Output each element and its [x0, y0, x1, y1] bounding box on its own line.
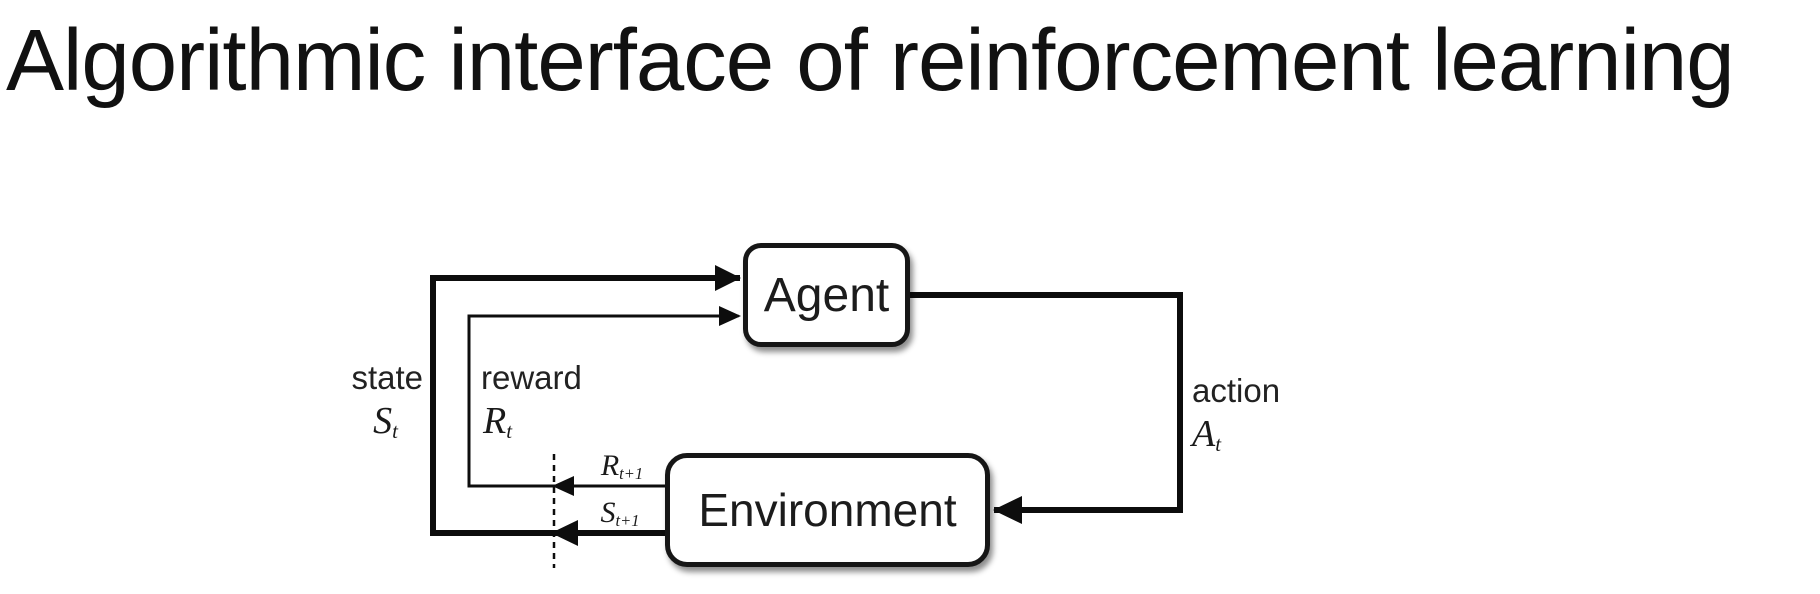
next-state-subscript: t+1: [615, 511, 640, 531]
action-word-label: action: [1192, 372, 1281, 409]
next-reward-arrowhead: [552, 476, 574, 496]
next-reward-subscript: t+1: [619, 464, 644, 484]
environment-label: Environment: [698, 484, 957, 536]
next-state-label: St+1: [576, 496, 664, 531]
next-state-arrowhead: [551, 520, 578, 546]
state-loop-line: [430, 275, 740, 536]
state-symbol-label: St: [348, 400, 423, 444]
agent-label: Agent: [763, 268, 890, 322]
next-reward-label: Rt+1: [578, 449, 666, 484]
state-word-label: state: [351, 359, 423, 396]
agent-box: Agent: [743, 243, 910, 347]
state-subscript: t: [392, 419, 398, 444]
state-symbol: S: [373, 400, 393, 442]
environment-box: Environment: [665, 453, 990, 567]
reward-symbol-label: Rt: [483, 400, 513, 444]
state-arrowhead: [715, 265, 741, 291]
reward-word-label: reward: [481, 359, 582, 396]
action-subscript: t: [1215, 432, 1222, 457]
reward-subscript: t: [506, 419, 513, 444]
next-state-symbol: S: [600, 496, 616, 529]
action-symbol: A: [1192, 413, 1216, 455]
next-reward-symbol: R: [600, 449, 620, 482]
page-title: Algorithmic interface of reinforcement l…: [6, 12, 1735, 109]
action-symbol-label: At: [1192, 413, 1222, 457]
reward-symbol: R: [483, 400, 507, 442]
action-loop-line: [907, 292, 1183, 513]
reward-arrowhead: [719, 306, 741, 326]
action-arrowhead: [993, 496, 1022, 524]
